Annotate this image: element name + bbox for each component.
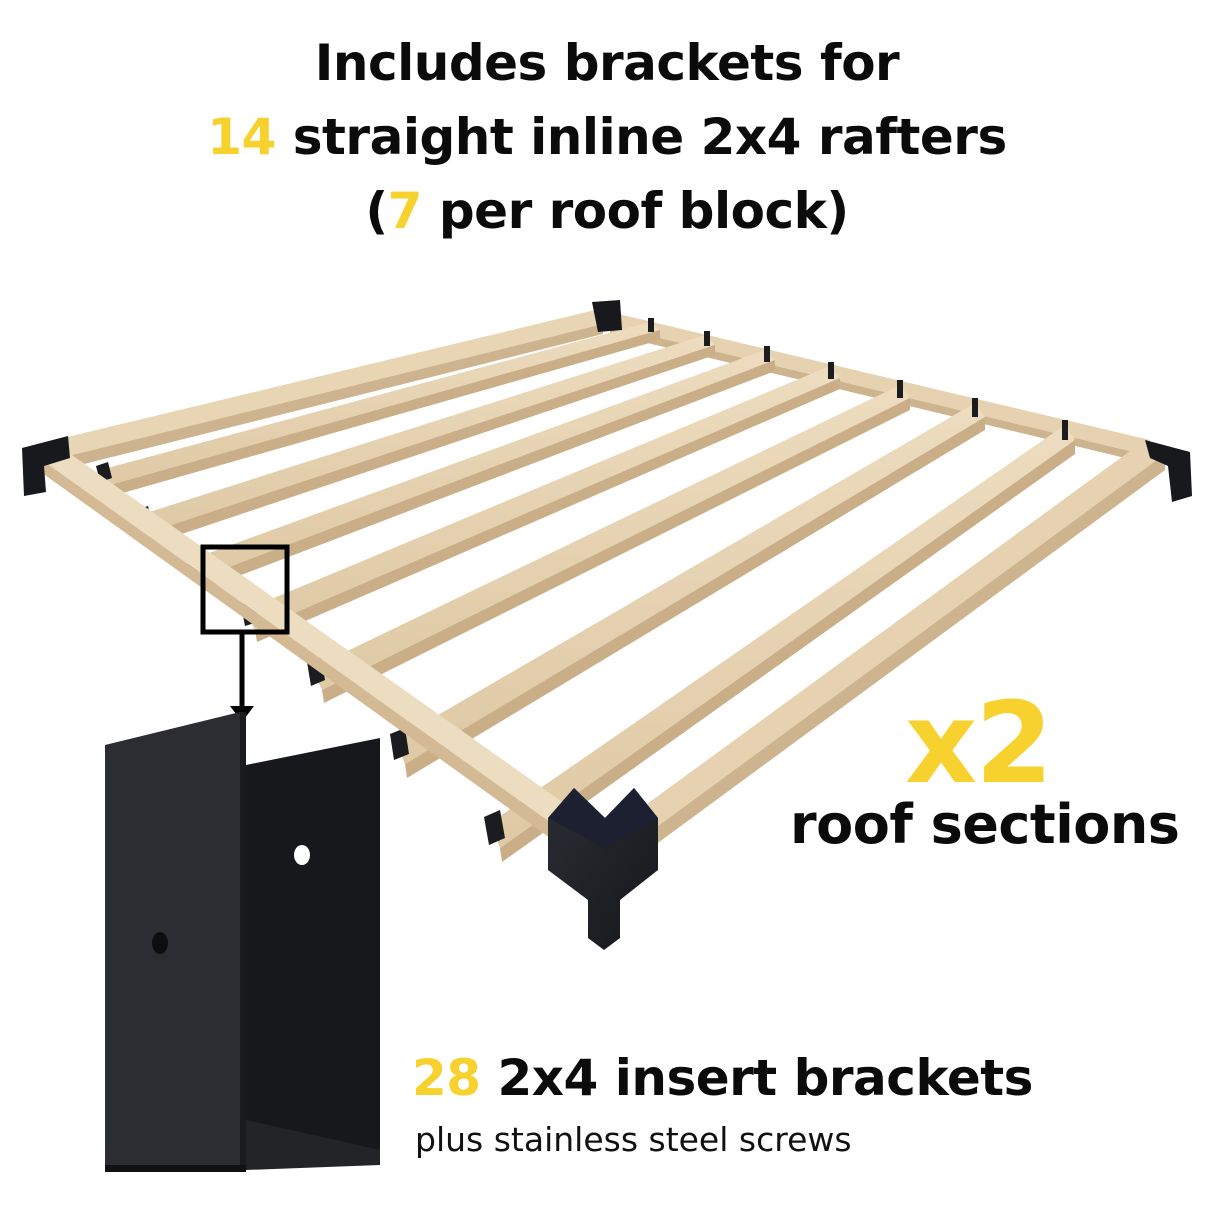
rafter-4 [245,366,840,642]
per-block-description: per roof block) [421,182,849,240]
corner-bracket-bottom [548,788,658,950]
left-front-beam [35,448,602,858]
screw-hole-left [152,932,168,954]
rafter-count-highlight: 14 [207,108,276,166]
screw-hole-right [294,845,310,865]
bracket-description: 2x4 insert brackets [480,1049,1034,1107]
rafter-2 [140,335,715,544]
rafter-description: straight inline 2x4 rafters [275,108,1007,166]
per-block-count-highlight: 7 [387,182,423,240]
corner-bracket-top [592,300,622,332]
rafter-1 [100,322,660,496]
rafter-7 [490,425,1075,862]
screws-subtitle: plus stainless steel screws [415,1120,852,1159]
headline-line-2: 14 straight inline 2x4 rafters [0,112,1214,162]
rafter-6 [395,403,985,778]
back-left-beam [55,310,603,468]
corner-bracket-right [1145,440,1192,502]
paren-open: ( [365,182,388,240]
headline-line-3: (7 per roof block) [0,186,1214,236]
rafters [100,322,1075,862]
roof-sections-label: roof sections [790,793,1180,856]
rafter-5 [312,385,910,703]
bracket-count-highlight: 28 [412,1049,481,1107]
insert-brackets-title: 28 2x4 insert brackets [412,1050,1033,1106]
corner-bracket-left [22,436,70,496]
insert-bracket-closeup [105,712,380,1172]
roof-section-multiplier: x2 [905,679,1053,809]
right-front-beam [606,440,1165,862]
headline-line-1: Includes brackets for [314,34,900,92]
rafter-3 [190,350,775,590]
